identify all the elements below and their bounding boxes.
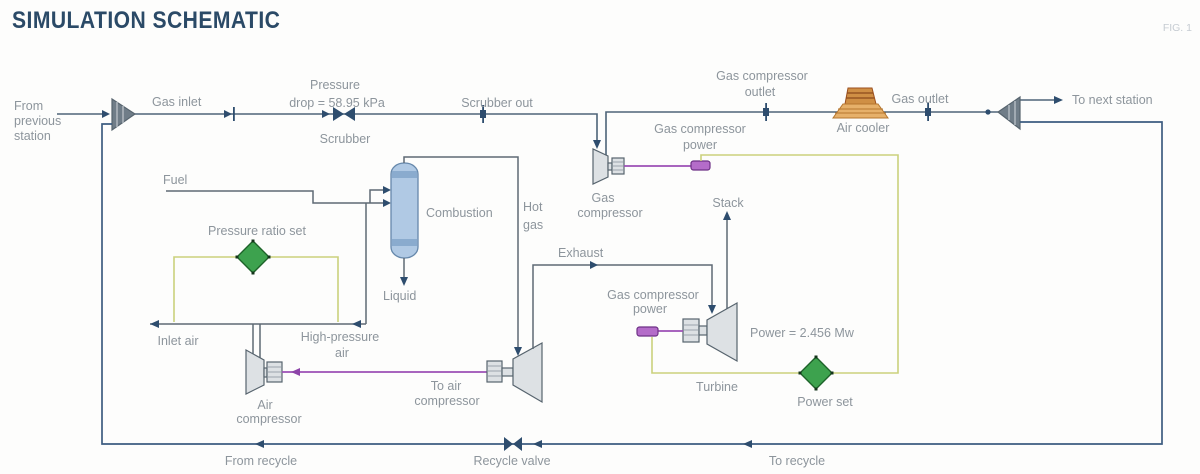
arrow (1054, 96, 1063, 104)
gas-compressor-power-label: power (683, 138, 717, 152)
to-next-station-label: To next station (1072, 93, 1153, 107)
power-marker-bottom[interactable] (636, 326, 659, 337)
air-cooler-label: Air cooler (837, 121, 890, 135)
hot-gas-label: gas (523, 218, 543, 232)
air-compressor-label: compressor (236, 412, 301, 426)
to-recycle-label: To recycle (769, 454, 825, 468)
stream-marker-gas-inlet[interactable] (224, 107, 235, 121)
junction-dot (985, 109, 991, 115)
arrow (383, 199, 391, 207)
arrow (102, 110, 110, 118)
gas-compressor-outlet-label: Gas compressor (716, 69, 808, 83)
pressure-ratio-set-diamond[interactable] (235, 239, 271, 275)
arrow (514, 347, 522, 356)
stream-marker-gas-compressor-outlet[interactable] (763, 103, 769, 121)
page-title: SIMULATION SCHEMATIC (12, 7, 280, 34)
high-pressure-air-label: air (335, 346, 349, 360)
recycle-valve-icon[interactable] (504, 437, 522, 451)
splitter-icon[interactable] (996, 95, 1021, 131)
air-cooler-icon[interactable] (832, 87, 889, 119)
arrow (593, 140, 601, 149)
arrow (708, 305, 716, 314)
arrow (400, 277, 408, 286)
mixer-icon[interactable] (111, 97, 137, 132)
fuel-line (166, 186, 391, 207)
power-marker-top[interactable] (690, 160, 711, 171)
scrubber-valve-icon[interactable] (333, 107, 355, 121)
pressure-ratio-set-label: Pressure ratio set (208, 224, 306, 238)
power-turbine-icon[interactable] (682, 301, 738, 363)
arrow (533, 440, 542, 448)
stream-marker-scrubber-out[interactable] (480, 105, 486, 123)
exhaust-label: Exhaust (558, 246, 604, 260)
pressure-drop-label: Pressure (310, 78, 360, 92)
arrow (255, 440, 264, 448)
arrow (322, 110, 330, 118)
labels: From previous station Gas inlet Pressure… (14, 69, 1153, 468)
to-air-compressor-label: To air (431, 379, 462, 393)
liquid-label: Liquid (383, 289, 416, 303)
exhaust-line (532, 261, 716, 349)
recycle-line (101, 121, 1163, 448)
to-air-compressor-label: compressor (414, 394, 479, 408)
stack-label: Stack (712, 196, 744, 210)
from-previous-station-label: previous (14, 114, 61, 128)
power-set-control-line (651, 154, 899, 374)
arrow (291, 368, 300, 376)
from-previous-station-label: station (14, 129, 51, 143)
air-compressor-label: Air (257, 398, 272, 412)
air-lines (150, 203, 367, 358)
combustion-vessel[interactable] (390, 162, 419, 259)
air-compressor-power-line (282, 368, 487, 376)
high-pressure-air-label: High-pressure (301, 330, 380, 344)
gas-compressor-power-label: Gas compressor (654, 122, 746, 136)
hp-turbine-icon[interactable] (486, 341, 543, 404)
combustion-label: Combustion (426, 206, 493, 220)
stream-marker-gas-outlet[interactable] (925, 103, 931, 121)
power-set-diamond[interactable] (798, 355, 834, 391)
gas-compressor-power-label: power (633, 302, 667, 316)
liquid-line (400, 258, 408, 286)
gas-compressor-outlet-label: outlet (745, 85, 776, 99)
inlet-air-label: Inlet air (158, 334, 199, 348)
gas-compressor-power-label: Gas compressor (607, 288, 699, 302)
scrubber-out-label: Scrubber out (461, 96, 533, 110)
stack-line (723, 211, 731, 309)
recycle-valve-label: Recycle valve (473, 454, 550, 468)
gas-outlet-label: Gas outlet (892, 92, 950, 106)
from-previous-station-label: From (14, 99, 43, 113)
arrow (150, 320, 159, 328)
scrubber-label: Scrubber (320, 132, 371, 146)
power-value-label: Power = 2.456 Mw (750, 326, 855, 340)
fuel-label: Fuel (163, 173, 187, 187)
figure-label: FIG. 1 (1163, 22, 1192, 34)
gas-inlet-label: Gas inlet (152, 95, 202, 109)
hot-gas-line (403, 156, 522, 356)
power-set-label: Power set (797, 395, 853, 409)
arrow (383, 186, 391, 194)
arrow (743, 440, 752, 448)
arrow (723, 211, 731, 220)
arrow (590, 261, 598, 269)
turbine-label: Turbine (696, 380, 738, 394)
from-recycle-label: From recycle (225, 454, 297, 468)
gas-compressor-label: compressor (577, 206, 642, 220)
hot-gas-label: Hot (523, 200, 543, 214)
air-compressor-icon[interactable] (245, 348, 283, 395)
gas-compressor-icon[interactable] (592, 148, 625, 185)
arrow (352, 320, 361, 328)
pressure-drop-label: drop = 58.95 kPa (289, 96, 385, 110)
gas-compressor-label: Gas (592, 191, 615, 205)
